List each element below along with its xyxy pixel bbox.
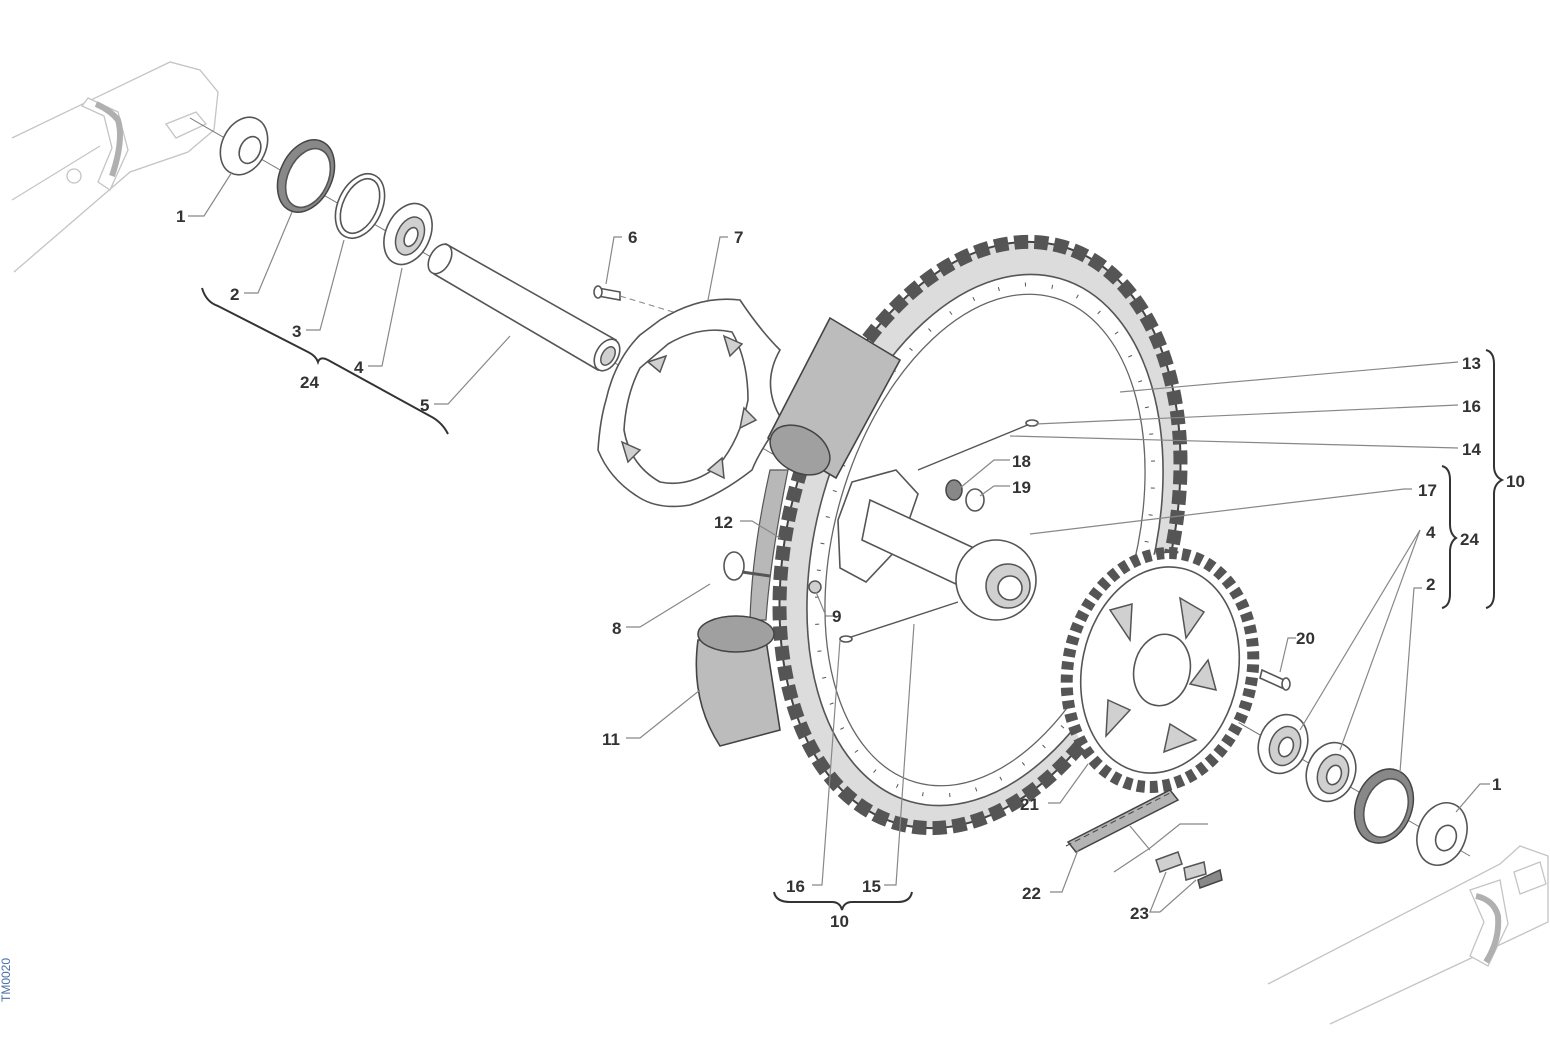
bearing-19 — [965, 488, 985, 512]
bearing-right-1 — [1257, 713, 1309, 775]
inner-tube-top — [766, 316, 902, 480]
callout-8: 8 — [612, 619, 621, 638]
callout-18: 18 — [1012, 452, 1031, 471]
callout-2: 2 — [230, 285, 239, 304]
callout-16-right: 16 — [1462, 397, 1481, 416]
callout-10-right: 10 — [1506, 472, 1525, 491]
callout-16-bottom: 16 — [786, 877, 805, 896]
callout-15: 15 — [862, 877, 881, 896]
sprocket-bolt — [1259, 668, 1291, 691]
valve-nut — [808, 580, 822, 594]
callout-21: 21 — [1020, 795, 1039, 814]
wheel-spacer-tube — [427, 242, 621, 372]
callout-4-right: 4 — [1426, 523, 1436, 542]
brake-disc — [597, 298, 783, 508]
callout-19: 19 — [1012, 478, 1031, 497]
swingarm-left — [11, 61, 219, 273]
oil-seal-right — [1353, 768, 1415, 844]
callout-24: 24 — [300, 373, 319, 392]
valve — [723, 551, 771, 581]
callout-22: 22 — [1022, 884, 1041, 903]
disc-bolt — [593, 285, 701, 321]
swingarm-right — [1267, 845, 1549, 1025]
spoke-upper — [917, 419, 1039, 471]
callout-7: 7 — [734, 228, 743, 247]
spacer-right — [1416, 802, 1468, 866]
callout-1: 1 — [176, 207, 185, 226]
callout-1-right: 1 — [1492, 775, 1501, 794]
chain — [1065, 789, 1180, 853]
hub — [837, 469, 1037, 621]
callouts: 1 2 3 4 24 5 6 7 8 9 10 10 11 12 13 14 1… — [176, 207, 1525, 931]
chain-master-link — [1155, 851, 1223, 889]
callout-24-right: 24 — [1460, 530, 1479, 549]
oil-seal-left — [276, 139, 336, 213]
callout-3: 3 — [292, 322, 301, 341]
circlip — [334, 173, 386, 239]
callout-5: 5 — [420, 396, 429, 415]
callout-11: 11 — [602, 730, 620, 749]
callout-9: 9 — [832, 607, 841, 626]
callout-4: 4 — [354, 358, 364, 377]
inner-tube-bottom — [695, 615, 781, 747]
sprocket — [1060, 547, 1260, 793]
drawing-code: TM0020 — [0, 958, 13, 1002]
brackets — [201, 287, 1505, 911]
callout-13: 13 — [1462, 354, 1481, 373]
bearing-right-2 — [1305, 741, 1357, 803]
callout-14: 14 — [1462, 440, 1481, 459]
spacer-left — [219, 116, 269, 176]
callout-20: 20 — [1296, 629, 1315, 648]
leader-lines — [188, 171, 1490, 913]
callout-17: 17 — [1418, 481, 1437, 500]
callout-6: 6 — [628, 228, 637, 247]
callout-12: 12 — [714, 513, 733, 532]
callout-23: 23 — [1130, 904, 1149, 923]
callout-2-right: 2 — [1426, 575, 1435, 594]
callout-10-bottom: 10 — [830, 912, 849, 931]
bearing-18 — [945, 479, 963, 501]
bearing-left — [383, 202, 433, 266]
spoke-lower — [839, 601, 959, 643]
